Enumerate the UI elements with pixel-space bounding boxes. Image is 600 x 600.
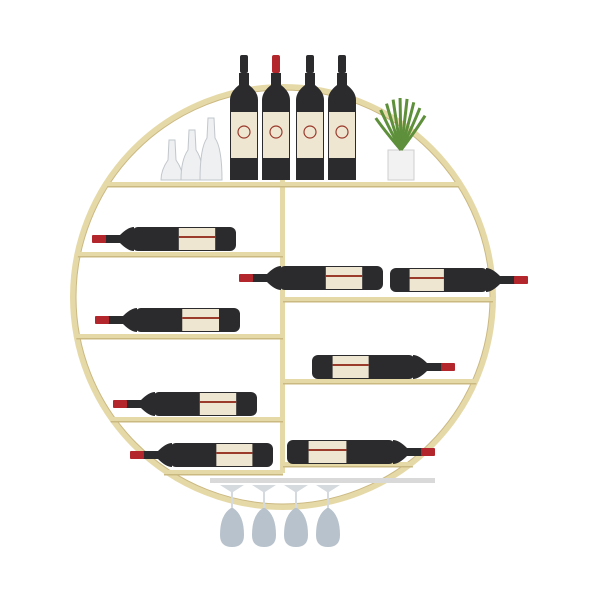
label-emblem [335,125,349,139]
bottle-cap [272,55,280,73]
lying-bottle [287,440,435,464]
upright-bottle [328,55,356,180]
glass-base-stem [220,485,244,508]
shelf [77,252,283,256]
bottle-cap [421,448,435,456]
glass-bowl [284,508,308,547]
bottle-neck [125,392,155,416]
glass-base-stem [252,485,276,508]
label-stripe [308,449,347,451]
label-stripe [332,364,369,366]
bottle-label [325,267,363,289]
shelf-edge [110,421,284,423]
shelf-edge [283,466,413,468]
bottle-label [199,393,237,415]
shelf-edge [283,383,477,385]
bottle-cap [514,276,528,284]
bottle-label [332,356,369,378]
bottle-label [216,444,253,466]
glass-bowl [252,508,276,547]
bottle-neck [142,443,172,467]
hanging-wine-glass [252,485,276,547]
rack-contents [92,55,528,547]
plant-leaf [399,114,427,151]
shelf-edge [77,256,283,258]
shelf-edge [283,186,459,188]
shelf [107,182,283,186]
shelf-edge [283,301,493,303]
plant-pot [387,149,415,181]
bottle-label [329,112,355,158]
bottle-label [409,269,444,291]
shelf-edge [107,186,283,188]
label-stripe [216,452,253,454]
bottle-cap [240,55,248,73]
bottle-neck [104,227,134,251]
glass-bowl [220,508,244,547]
upright-bottle [262,55,290,180]
lying-bottle [92,227,236,251]
bottle-cap [95,316,109,324]
bottle-neck [413,355,443,379]
lying-bottle [95,308,240,332]
lying-bottle [239,266,383,290]
upright-bottle [230,55,258,180]
bottle-label [308,441,347,463]
bottle-label [182,309,219,331]
bottle-neck [393,440,423,464]
bottle-neck [107,308,137,332]
bottle-cap [239,274,253,282]
label-stripe [409,277,444,279]
bottle-neck [251,266,281,290]
bottle-label [263,112,289,158]
bottle-label [178,228,216,250]
lying-bottle [130,443,273,467]
label-stripe [325,275,363,277]
label-stripe [182,317,219,319]
bottle-cap [113,400,127,408]
shelf [76,334,283,338]
bottle-label [231,112,257,158]
hanging-wine-glass [220,485,244,547]
glass-decanter [160,139,184,181]
shelf [163,470,283,474]
lying-bottle [113,392,257,416]
bottle-cap [306,55,314,73]
label-stripe [199,401,237,403]
glass-hanger-bar [210,478,435,483]
label-emblem [237,125,251,139]
shelf [283,379,477,383]
upright-bottle [296,55,324,180]
hanging-wine-glass [284,485,308,547]
shelf [110,417,284,421]
glass-base-stem [284,485,308,508]
bottle-neck [486,268,516,292]
bottle-label [297,112,323,158]
bottle-cap [338,55,346,73]
bottle-cap [92,235,106,243]
label-emblem [303,125,317,139]
label-stripe [178,236,216,238]
lying-bottle [312,355,455,379]
shelf-edge [76,338,283,340]
shelf-edge [163,474,283,476]
shelf [283,182,459,186]
label-emblem [269,125,283,139]
bottle-cap [441,363,455,371]
hanging-wine-glass [316,485,340,547]
glass-base-stem [316,485,340,508]
glass-bowl [316,508,340,547]
bottle-cap [130,451,144,459]
glass-decanter [199,117,223,181]
lying-bottle [390,268,528,292]
shelf [283,297,493,301]
